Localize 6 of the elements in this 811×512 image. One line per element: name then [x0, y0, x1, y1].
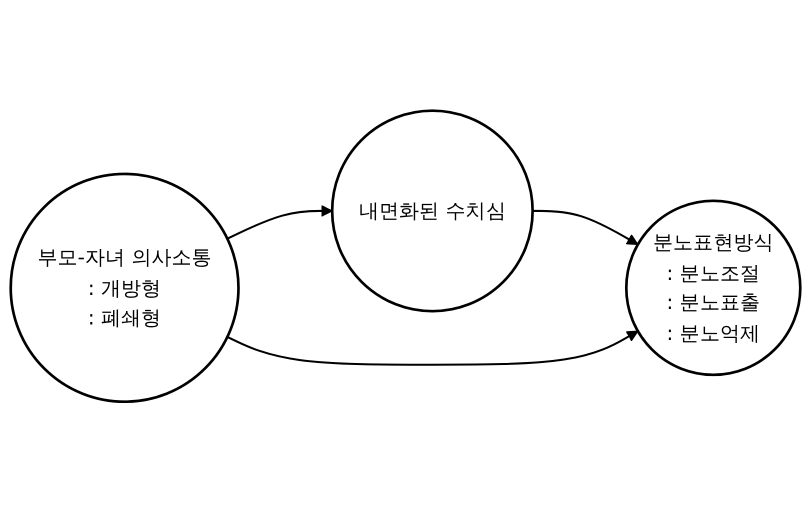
arrow: [226, 330, 638, 366]
arrow: [226, 204, 333, 240]
arrow: [532, 210, 638, 245]
node-circle: 내면화된 수치심: [330, 109, 534, 312]
node-circle: 분노표현방식 : 분노조절 : 분노표출 : 분노억제: [624, 199, 802, 376]
node-circle: 부모-자녀 의사소통 : 개방형 : 폐쇄형: [9, 172, 240, 403]
